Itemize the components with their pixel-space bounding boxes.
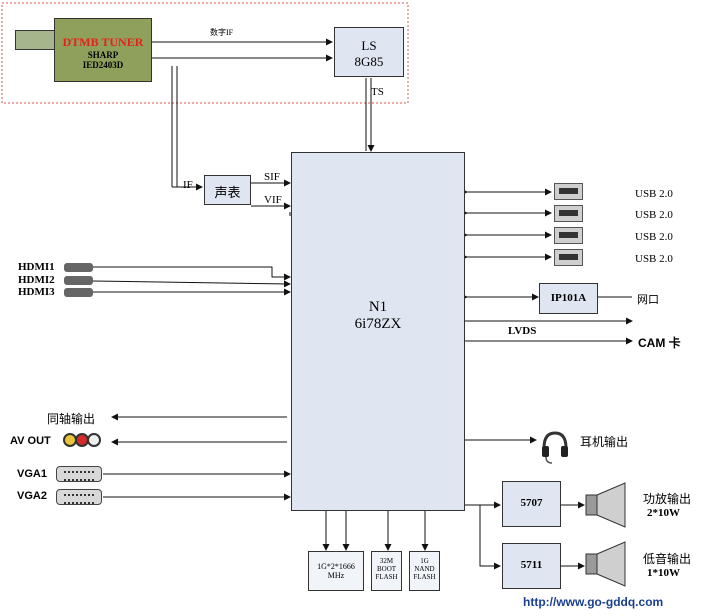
usb-connector-icon (554, 183, 583, 200)
vga-connector-icon (56, 466, 102, 482)
memory-line1: 1G*2*1666 (317, 562, 355, 571)
usb-port-label: USB 2.0 (635, 209, 673, 221)
antenna-connector-icon (15, 30, 57, 50)
vga-input-label: VGA1 (17, 468, 47, 480)
main-chip-line2: 6i78ZX (354, 316, 402, 332)
ethernet-chip-label: IP101A (550, 292, 587, 304)
memory-nand-flash: 1G NAND FLASH (409, 551, 440, 591)
memory-line3: FLASH (413, 573, 436, 581)
hdmi-connector-icon (64, 288, 93, 297)
main-chip-line1: N1 (368, 299, 388, 315)
coax-output-label: 同轴输出 (47, 412, 96, 426)
usb-port-label: USB 2.0 (635, 188, 673, 200)
ls-chip-line2: 8G85 (354, 54, 384, 69)
amp2-chip-label: 5711 (520, 559, 543, 571)
memory-line3: FLASH (375, 573, 398, 581)
main-chip-n1: N1 6i78ZX (291, 152, 465, 511)
usb-port-label: USB 2.0 (635, 253, 673, 265)
headphone-output-label: 耳机输出 (580, 435, 629, 449)
amp-chip-5711: 5711 (502, 543, 561, 589)
vif-label: VIF (264, 194, 282, 206)
usb-connector-icon (554, 249, 583, 266)
hdmi-connector-icon (64, 263, 93, 272)
vga-input-label: VGA2 (17, 490, 47, 502)
cam-label: CAM 卡 (638, 336, 681, 350)
tuner-maker: SHARP (87, 50, 119, 60)
amp1-power-label: 2*10W (647, 507, 680, 519)
vga-connector-icon (56, 489, 102, 505)
tuner-model: IED2403D (82, 60, 124, 70)
usb-connector-icon (554, 205, 583, 222)
speaker-icon (585, 481, 629, 529)
speaker-icon (585, 540, 629, 588)
usb-port-label: USB 2.0 (635, 231, 673, 243)
ethernet-label: 网口 (637, 294, 659, 306)
rca-connector-icon (87, 433, 101, 447)
sound-filter-label: 声表 (214, 185, 241, 200)
hdmi-input-label: HDMI1 (18, 261, 55, 273)
amp1-output-label: 功放输出 (643, 492, 692, 506)
amp-chip-5707: 5707 (502, 481, 561, 527)
memory-line2: NAND (414, 565, 435, 573)
memory-line2: BOOT (376, 565, 397, 573)
headphone-icon (540, 430, 570, 464)
memory-ddr-block: 1G*2*1666 MHz (308, 551, 364, 591)
memory-line1: 32M (379, 557, 394, 565)
sound-filter-box: 声表 (204, 175, 251, 205)
av-out-label: AV OUT (10, 435, 51, 447)
amp2-output-label: 低音输出 (643, 552, 692, 566)
tuner-title: DTMB TUNER (62, 35, 144, 49)
if-label: IF (183, 179, 193, 191)
ethernet-chip: IP101A (539, 283, 598, 314)
ls-chip: LS 8G85 (334, 27, 404, 77)
lvds-label: LVDS (508, 325, 537, 337)
memory-line1: 1G (420, 557, 429, 565)
hdmi-input-label: HDMI3 (18, 286, 55, 298)
hdmi-input-label: HDMI2 (18, 274, 55, 286)
hdmi-connector-icon (64, 276, 93, 285)
sif-label: SIF (264, 171, 280, 183)
ts-label: TS (371, 86, 384, 98)
tuner-section-frame (1, 2, 409, 104)
usb-connector-icon (554, 227, 583, 244)
watermark-url: http://www.go-gddq.com (523, 595, 664, 609)
memory-boot-flash: 32M BOOT FLASH (371, 551, 402, 591)
memory-line2: MHz (327, 571, 345, 580)
dtmb-tuner-block: DTMB TUNER SHARP IED2403D (54, 18, 152, 82)
ls-chip-line1: LS (361, 38, 377, 53)
amp2-power-label: 1*10W (647, 567, 680, 579)
digital-if-label: 数字IF (210, 28, 234, 37)
amp1-chip-label: 5707 (520, 497, 543, 509)
